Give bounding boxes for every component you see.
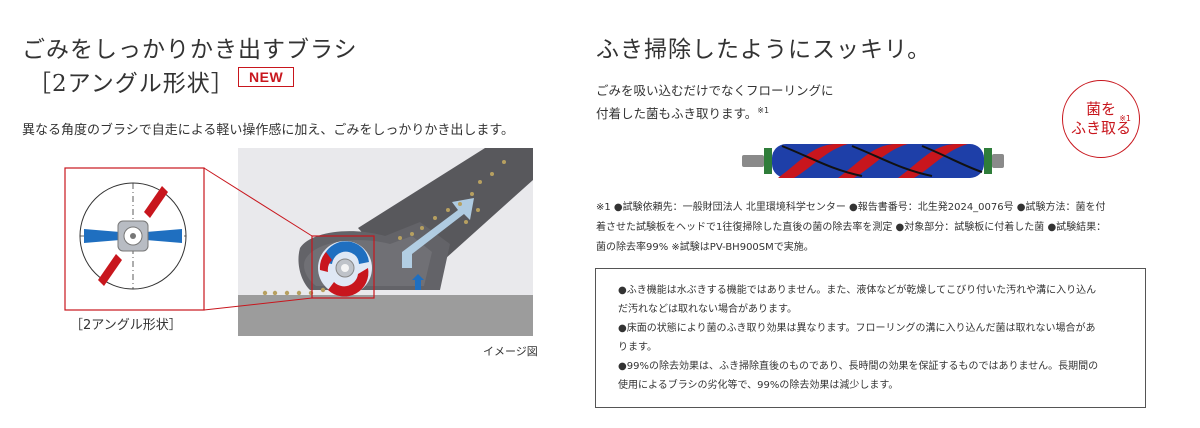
stamp-line1: 菌を xyxy=(1085,100,1116,118)
right-desc-mark: ※1 xyxy=(757,105,770,115)
footnote-line: 菌の除去率99% ※試験はPV-BH900SMで実施。 xyxy=(596,242,814,253)
nozzle-mark xyxy=(412,274,424,290)
footnote-line: ※1 ●試験依頼先：一般財団法人 北里環境科学センター ●報告書番号：北生発20… xyxy=(596,202,1106,213)
right-desc-line2-text: 付着した菌もふき取ります。 xyxy=(596,106,758,121)
right-title: ふき掃除したようにスッキリ。 xyxy=(596,37,932,63)
airflow-arrow xyxy=(402,198,474,268)
notice-line: ●99%の除去効果は、ふき掃除直後のものであり、長時間の効果を保証するものではあ… xyxy=(618,361,1099,372)
notice-line: ります。 xyxy=(618,342,657,353)
right-desc-line2: 付着した菌もふき取ります。※1 xyxy=(596,103,769,122)
brush-roller xyxy=(318,241,372,297)
floor xyxy=(238,295,533,336)
connector-line-top xyxy=(203,167,313,237)
inset-caption: ［2アングル形状］ xyxy=(70,318,182,333)
connector-line-bottom xyxy=(203,297,313,311)
notice-line: 使用によるブラシの劣化等で、99%の除去効果は減少します。 xyxy=(618,380,899,391)
brush-roller-photo xyxy=(742,144,1004,178)
notice-line: だ汚れなどは取れない場合があります。 xyxy=(618,304,797,315)
roller-right-cap xyxy=(992,154,1004,168)
stamp-mark: ※1 xyxy=(1119,114,1131,123)
footnote-block: ※1 ●試験依頼先：一般財団法人 北里環境科学センター ●報告書番号：北生発20… xyxy=(596,198,1156,258)
new-badge: NEW xyxy=(238,67,295,87)
image-note: イメージ図 xyxy=(483,345,538,358)
notice-line: ●床面の状態により菌のふき取り効果は異なります。フローリングの溝に入り込んだ菌は… xyxy=(618,323,1096,334)
stamp-line2: ふき取る xyxy=(1070,119,1131,137)
notice-line: ●ふき機能は水ぶきする機能ではありません。また、液体などが乾燥してこびり付いた汚… xyxy=(618,285,1097,296)
right-desc-line1: ごみを吸い込むだけでなくフローリングに xyxy=(596,83,834,98)
roller-red-spiral xyxy=(778,144,968,178)
inset-brush-diagram xyxy=(79,182,187,290)
notice-box: ●ふき機能は水ぶきする機能ではありません。また、液体などが乾燥してこびり付いた汚… xyxy=(595,268,1146,408)
footnote-line: 着させた試験板をヘッドで1往復掃除した直後の菌の除去率を測定 ●対象部分：試験板… xyxy=(596,222,1107,233)
roller-left-cap xyxy=(742,155,764,167)
brush-illustration xyxy=(64,148,533,336)
left-title-line1: ごみをしっかりかき出すブラシ xyxy=(22,37,358,63)
germ-wipe-stamp: 菌を ふき取る ※1 xyxy=(1062,80,1140,158)
left-title-line2: ［2アングル形状］ xyxy=(28,71,235,97)
roller-dark-spiral xyxy=(781,145,983,177)
zoom-highlight-box xyxy=(311,235,375,299)
left-description: 異なる角度のブラシで自走による軽い操作感に加え、ごみをしっかりかき出します。 xyxy=(22,123,515,138)
